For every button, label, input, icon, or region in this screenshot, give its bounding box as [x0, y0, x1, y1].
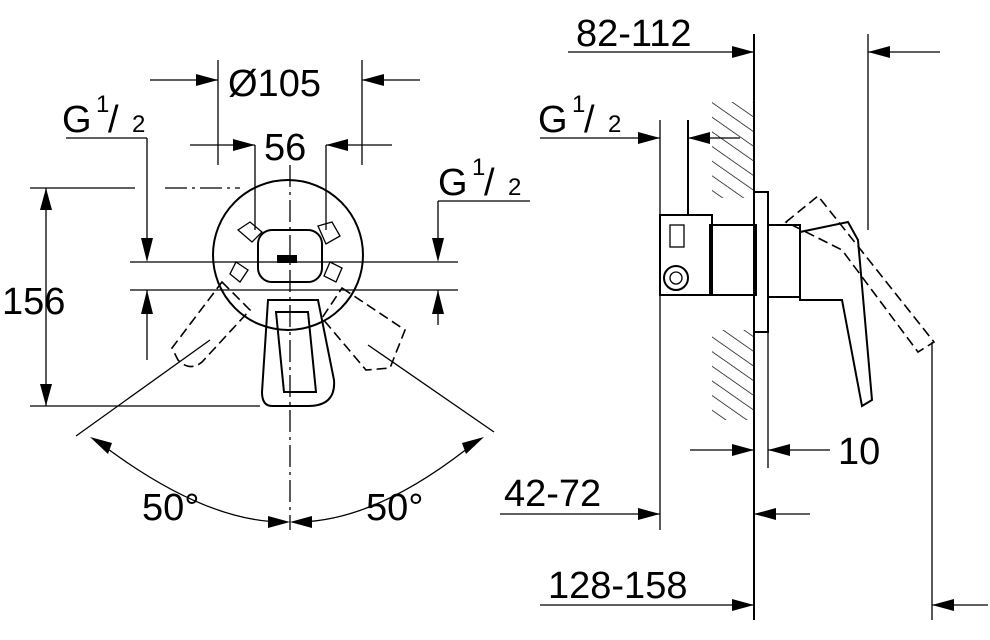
lever-right-ghost: [321, 286, 406, 371]
angle-arrow-center-right: [290, 516, 312, 528]
outlet-port-inner: [669, 271, 683, 285]
top-range-arrow-right: [868, 46, 890, 58]
h156-arrow-top: [40, 188, 52, 210]
diameter-label: Ø105: [228, 63, 321, 105]
thread-right-arrow-up: [432, 290, 444, 314]
svg-text:1: 1: [96, 91, 109, 118]
plate-label: 10: [838, 431, 880, 473]
rosette-lugs: [229, 221, 343, 283]
thread-label-right: G 1 / 2: [438, 154, 521, 204]
bottom-range-arrow-left: [732, 599, 754, 611]
angle-right-label: 50°: [366, 487, 423, 529]
svg-text:G: G: [538, 99, 568, 141]
dia-arrow-left: [196, 74, 218, 86]
bottom-range-label: 128-158: [548, 565, 687, 607]
angle-line-right: [367, 344, 495, 433]
thread-label-side: G 1 / 2: [538, 91, 621, 141]
mid-range-label: 42-72: [504, 473, 601, 515]
height-label: 156: [2, 281, 65, 323]
svg-text:/: /: [584, 99, 595, 141]
plate-arrow-right: [768, 444, 790, 456]
cartridge-marker: [277, 255, 297, 263]
width-label: 56: [264, 127, 306, 169]
svg-text:2: 2: [608, 111, 621, 138]
angle-arrow-left: [90, 437, 112, 454]
svg-text:1: 1: [472, 154, 485, 181]
thread-side-arrow-left: [688, 132, 710, 144]
thread-label-left: G 1 / 2: [62, 91, 145, 141]
mid-range-arrow-right: [754, 508, 776, 520]
handle-lever-ghost: [784, 194, 936, 354]
angle-arc-left: [95, 439, 281, 523]
svg-text:2: 2: [508, 174, 521, 201]
h156-arrow-bottom: [40, 384, 52, 406]
svg-text:/: /: [484, 162, 495, 204]
svg-text:G: G: [62, 99, 92, 141]
w56-arrow-left: [233, 139, 255, 151]
angle-arc-right: [299, 439, 479, 523]
angle-arrow-right: [462, 437, 484, 454]
angle-left-label: 50°: [142, 487, 199, 529]
handle-base: [767, 224, 801, 298]
w56-arrow-right: [326, 139, 348, 151]
inlet-port: [669, 224, 685, 248]
thread-left-arrow-down: [141, 238, 153, 262]
lever-left-ghost: [171, 280, 252, 368]
thread-side-arrow-right: [638, 132, 660, 144]
top-range-label: 82-112: [576, 13, 692, 55]
angle-arrow-center-left: [268, 516, 290, 528]
rosette-circle: [212, 179, 364, 331]
front-view: Ø105 56 G 1 / 2 G 1 / 2: [2, 60, 530, 530]
thread-left-arrow-up: [141, 290, 153, 314]
wall-hatch-lower: [712, 330, 754, 420]
plate-arrow-left: [732, 444, 754, 456]
lever-handle: [260, 299, 336, 407]
dia-arrow-right: [362, 74, 384, 86]
svg-text:/: /: [108, 99, 119, 141]
mid-range-arrow-left: [638, 508, 660, 520]
svg-text:2: 2: [132, 111, 145, 138]
outlet-port: [663, 265, 689, 291]
thread-right-arrow-down: [432, 238, 444, 262]
side-view: 82-112 G 1 / 2 10 42-72 128-158: [500, 13, 988, 620]
svg-text:G: G: [438, 162, 468, 204]
angle-line-left: [75, 339, 211, 437]
cartridge-body: [257, 229, 323, 283]
wall-hatch-upper: [712, 102, 754, 198]
body-sleeve: [709, 224, 757, 296]
lever-inner: [274, 311, 318, 393]
svg-text:1: 1: [572, 91, 585, 118]
bottom-range-arrow-right: [932, 599, 954, 611]
top-range-arrow-left: [732, 46, 754, 58]
handle-lever: [799, 220, 874, 408]
